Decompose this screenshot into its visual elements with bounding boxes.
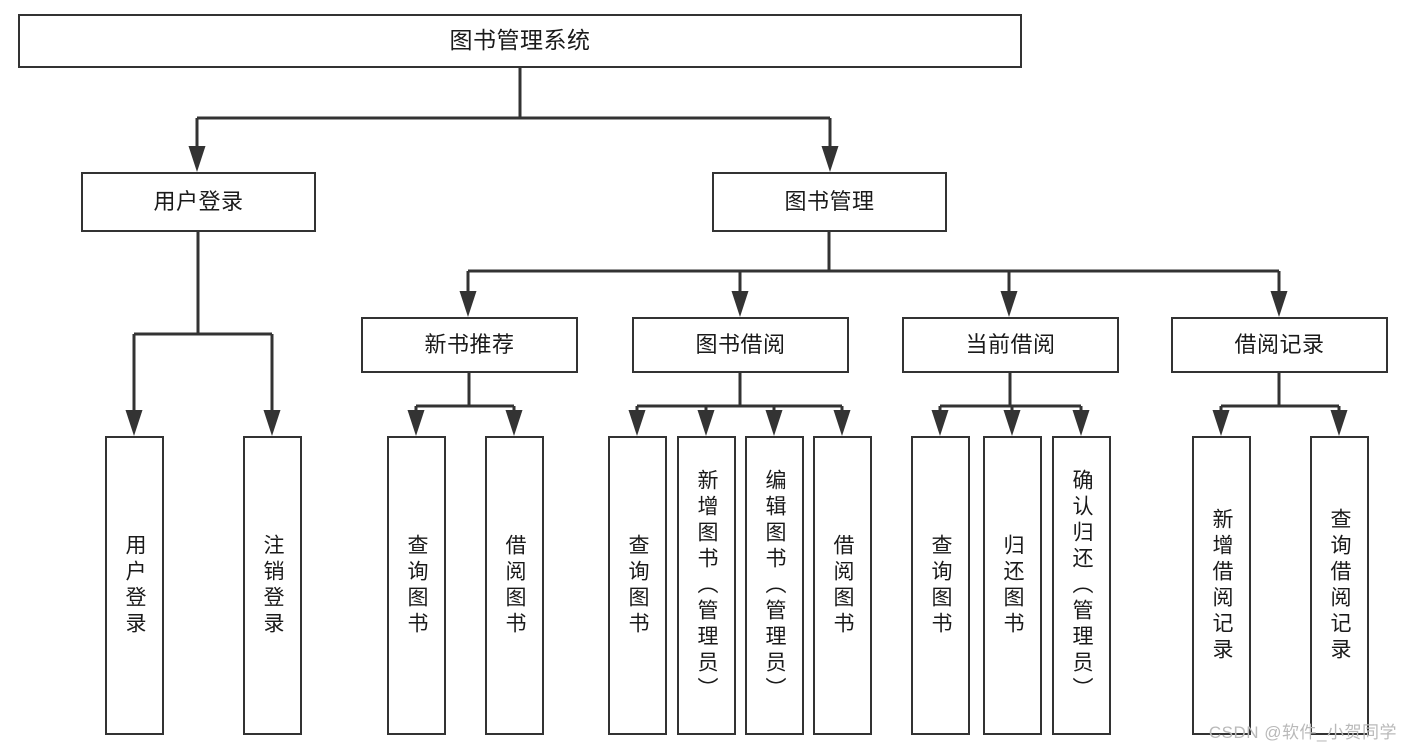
node-book-manage[interactable]: 图书管理: [712, 172, 947, 232]
level2-arrow-3-head: [1270, 291, 1288, 317]
node-label: 确认归还（管理员）: [1070, 468, 1093, 703]
level2-arrow-0-head: [459, 291, 477, 317]
node-book-borrow[interactable]: 图书借阅: [632, 317, 849, 373]
level2-arrow-2-head: [1000, 291, 1018, 317]
node-new-book-recommend[interactable]: 新书推荐: [361, 317, 578, 373]
group-2-arrow-0-head: [931, 410, 949, 436]
node-label: 查询图书: [405, 533, 428, 638]
group-2-arrow-2-head: [1072, 410, 1090, 436]
node-label: 当前借阅: [965, 332, 1056, 358]
node-label: 用户登录: [153, 189, 244, 215]
group-0-arrow-0-head: [407, 410, 425, 436]
node-label: 编辑图书（管理员）: [763, 468, 786, 703]
node-leaf-logout[interactable]: 注销登录: [243, 436, 302, 735]
node-leaf-edit-book[interactable]: 编辑图书（管理员）: [745, 436, 804, 735]
group-1-arrow-0-head: [628, 410, 646, 436]
node-root[interactable]: 图书管理系统: [18, 14, 1022, 68]
node-label: 新书推荐: [424, 332, 515, 358]
group-0-arrow-1-head: [505, 410, 523, 436]
group-3-arrow-1-head: [1330, 410, 1348, 436]
node-label: 新增图书（管理员）: [695, 468, 718, 703]
group-3-arrow-0-head: [1212, 410, 1230, 436]
node-current-borrow[interactable]: 当前借阅: [902, 317, 1119, 373]
node-user-login[interactable]: 用户登录: [81, 172, 316, 232]
node-label: 图书管理系统: [449, 27, 591, 54]
level2-arrow-1-head: [731, 291, 749, 317]
group-2-arrow-1-head: [1003, 410, 1021, 436]
node-leaf-query-book-1[interactable]: 查询图书: [387, 436, 446, 735]
node-label: 新增借阅记录: [1210, 507, 1233, 664]
node-label: 查询图书: [929, 533, 952, 638]
node-label: 注销登录: [261, 533, 284, 638]
node-leaf-query-book-3[interactable]: 查询图书: [911, 436, 970, 735]
node-label: 用户登录: [123, 533, 146, 638]
node-borrow-record[interactable]: 借阅记录: [1171, 317, 1388, 373]
level1-arrow-1-head: [821, 146, 839, 172]
node-leaf-confirm-return[interactable]: 确认归还（管理员）: [1052, 436, 1111, 735]
node-leaf-borrow-book-2[interactable]: 借阅图书: [813, 436, 872, 735]
group-1-arrow-3-head: [833, 410, 851, 436]
group-1-arrow-2-head: [765, 410, 783, 436]
user-login-arrow-1-head: [263, 410, 281, 436]
node-label: 图书管理: [784, 189, 875, 215]
user-login-arrow-0-head: [125, 410, 143, 436]
node-leaf-borrow-book-1[interactable]: 借阅图书: [485, 436, 544, 735]
node-leaf-user-login[interactable]: 用户登录: [105, 436, 164, 735]
node-leaf-query-book-2[interactable]: 查询图书: [608, 436, 667, 735]
node-label: 查询图书: [626, 533, 649, 638]
node-label: 查询借阅记录: [1328, 507, 1351, 664]
group-1-arrow-1-head: [697, 410, 715, 436]
node-label: 借阅记录: [1234, 332, 1325, 358]
node-label: 借阅图书: [831, 533, 854, 638]
node-leaf-add-book[interactable]: 新增图书（管理员）: [677, 436, 736, 735]
node-leaf-query-record[interactable]: 查询借阅记录: [1310, 436, 1369, 735]
level1-arrow-0-head: [188, 146, 206, 172]
node-leaf-add-record[interactable]: 新增借阅记录: [1192, 436, 1251, 735]
node-label: 图书借阅: [695, 332, 786, 358]
node-leaf-return-book[interactable]: 归还图书: [983, 436, 1042, 735]
node-label: 借阅图书: [503, 533, 526, 638]
node-label: 归还图书: [1001, 533, 1024, 638]
